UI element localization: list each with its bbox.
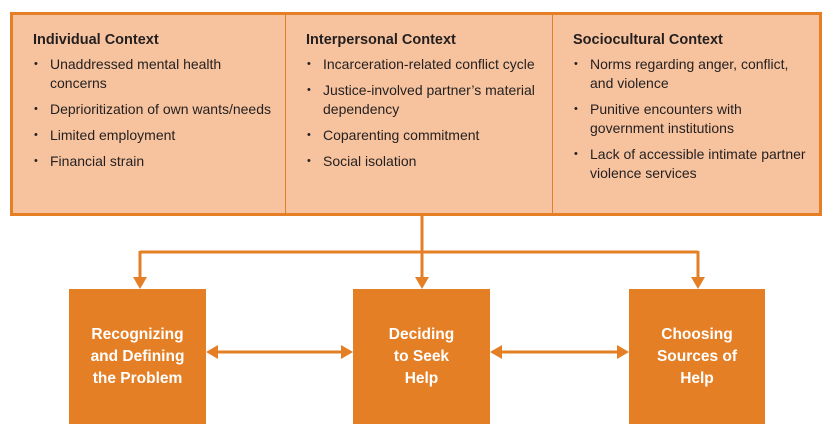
- individual-context-list: Unaddressed mental health concerns Depri…: [33, 55, 275, 171]
- sociocultural-context-list: Norms regarding anger, conflict, and vio…: [573, 55, 812, 183]
- deciding-seek-help-label: Deciding to Seek Help: [388, 325, 455, 387]
- list-item: Unaddressed mental health concerns: [33, 55, 275, 93]
- sociocultural-context-title: Sociocultural Context: [573, 32, 723, 48]
- deciding-seek-help-box: Deciding to Seek Help: [353, 289, 490, 424]
- list-item: Incarceration-related conflict cycle: [306, 55, 542, 74]
- choosing-sources-label: Choosing Sources of Help: [656, 325, 738, 387]
- context-panel: Individual Context Unaddressed mental he…: [10, 12, 822, 216]
- arrowhead-left-a: [206, 345, 218, 359]
- recognizing-problem-box: Recognizing and Defining the Problem: [69, 289, 206, 424]
- list-item: Punitive encounters with government inst…: [573, 100, 812, 138]
- individual-context-title: Individual Context: [33, 32, 159, 48]
- list-item: Coparenting commitment: [306, 126, 542, 145]
- arrowhead-down-left: [133, 277, 147, 289]
- list-item: Norms regarding anger, conflict, and vio…: [573, 55, 812, 93]
- individual-context-column: Individual Context Unaddressed mental he…: [13, 15, 285, 213]
- list-item: Financial strain: [33, 152, 275, 171]
- sociocultural-context-column: Sociocultural Context Norms regarding an…: [552, 15, 822, 213]
- recognizing-problem-label: Recognizing and Defining the Problem: [90, 325, 185, 387]
- list-item: Social isolation: [306, 152, 542, 171]
- arrowhead-right-b: [617, 345, 629, 359]
- arrowhead-down-middle: [415, 277, 429, 289]
- arrowhead-left-b: [490, 345, 502, 359]
- list-item: Justice-involved partner’s material depe…: [306, 81, 542, 119]
- list-item: Limited employment: [33, 126, 275, 145]
- list-item: Deprioritization of own wants/needs: [33, 100, 275, 119]
- arrowhead-right-a: [341, 345, 353, 359]
- choosing-sources-box: Choosing Sources of Help: [629, 289, 765, 424]
- interpersonal-context-column: Interpersonal Context Incarceration-rela…: [285, 15, 552, 213]
- interpersonal-context-title: Interpersonal Context: [306, 32, 456, 48]
- arrowhead-down-right: [691, 277, 705, 289]
- list-item: Lack of accessible intimate partner viol…: [573, 145, 812, 183]
- interpersonal-context-list: Incarceration-related conflict cycle Jus…: [306, 55, 542, 171]
